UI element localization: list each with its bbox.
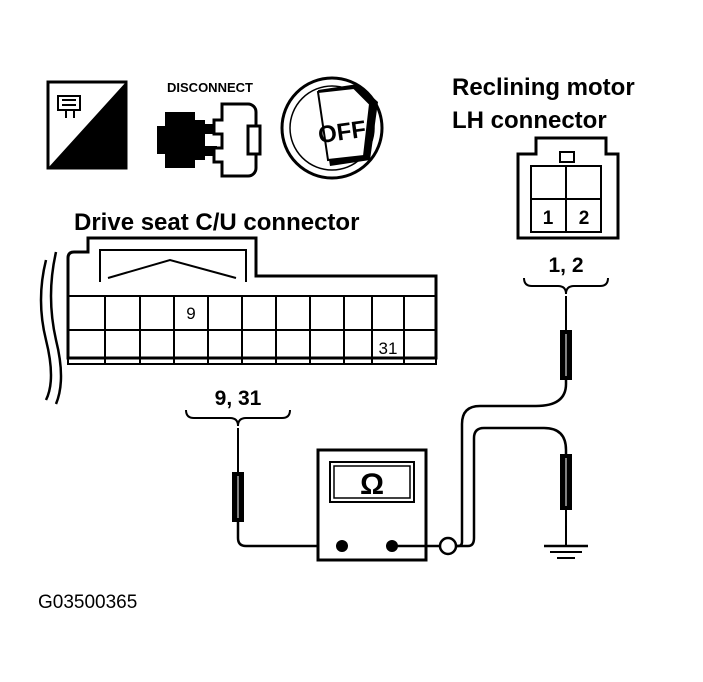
drive-seat-title: Drive seat C/U connector <box>74 209 359 236</box>
hand-service-icon: H.S. <box>46 80 128 170</box>
reclining-pin-2: 2 <box>579 208 590 229</box>
meter-terminal-left <box>336 540 348 552</box>
drive-seat-connector: Drive seat C/U connector 9 31 9, 31 <box>39 209 438 427</box>
wire-junction <box>438 536 458 556</box>
reclining-probe-label: 1, 2 <box>548 254 583 277</box>
ohmmeter: Ω <box>316 448 458 562</box>
ground-symbol-icon <box>544 544 588 559</box>
off-label: OFF <box>316 116 367 149</box>
reclining-pin-1: 1 <box>543 208 554 229</box>
disconnect-label: DISCONNECT <box>167 80 253 95</box>
ground-probe <box>456 426 572 548</box>
drive-seat-probe-label: 9, 31 <box>215 387 262 410</box>
left-probe <box>232 428 342 548</box>
reclining-title-line1: Reclining motor <box>452 74 635 101</box>
drive-seat-pin-9: 9 <box>186 304 195 323</box>
disconnect-icon: DISCONNECT <box>157 80 262 178</box>
ignition-off-icon: OFF <box>280 76 384 180</box>
hand-service-label: H.S. <box>86 146 123 167</box>
drive-seat-pin-31: 31 <box>379 339 398 358</box>
reclining-motor-connector: Reclining motor LH connector 1 2 1, 2 <box>452 74 635 295</box>
reclining-title-line2: LH connector <box>452 107 607 134</box>
ohm-symbol: Ω <box>360 468 384 501</box>
right-probe <box>452 296 572 548</box>
figure-id: G03500365 <box>38 592 137 613</box>
